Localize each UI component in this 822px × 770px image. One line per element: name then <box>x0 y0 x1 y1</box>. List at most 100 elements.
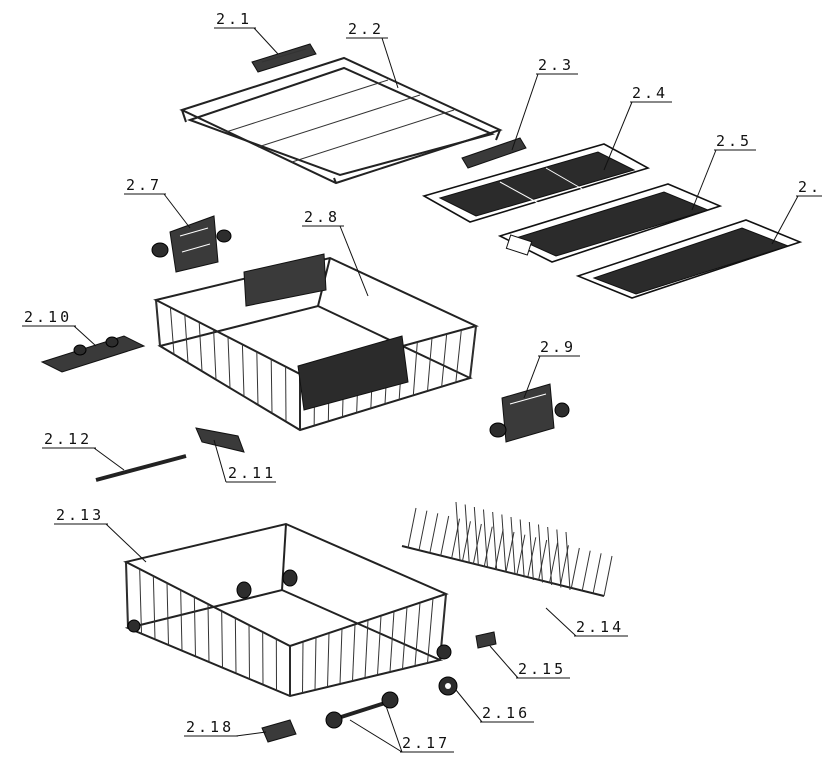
label-2-9-text: 2.9 <box>540 338 576 356</box>
label-2-5-text: 2.5 <box>716 132 752 150</box>
label-2-16: 2.16 <box>455 689 534 723</box>
part-2-17-axle-wheels <box>325 691 399 729</box>
part-2-16-wheel <box>438 676 458 696</box>
label-2-11: 2.11 <box>213 439 276 483</box>
label-2-13-text: 2.13 <box>56 506 104 524</box>
wire-bar <box>152 575 156 640</box>
part-2-8-upper-basket <box>153 253 479 432</box>
wire-bar <box>327 632 330 688</box>
wire-bar <box>402 606 408 670</box>
wire-bar <box>241 344 245 397</box>
label-2-3: 2.3 <box>511 56 578 151</box>
wire-bar <box>427 598 434 664</box>
label-2-5: 2.5 <box>691 132 756 211</box>
wire-bar <box>302 641 304 694</box>
wire-bar <box>556 529 562 588</box>
part-2-4-cutlery-tray <box>421 143 651 223</box>
wire-bar <box>352 624 356 682</box>
wire-bar <box>429 513 439 554</box>
wire-bar <box>184 314 189 363</box>
wire-bar <box>461 521 471 562</box>
wire-bar <box>227 336 231 389</box>
label-2-6-text: 2. <box>798 178 822 196</box>
wire-bar <box>412 341 418 396</box>
label-2-17: 2.17 <box>349 705 454 753</box>
part-2-10-holder <box>40 335 146 373</box>
wire-bar <box>221 610 223 668</box>
label-2-2-text: 2.2 <box>348 20 384 38</box>
wire-bar <box>455 329 462 383</box>
wire-bar <box>377 615 382 676</box>
part-2-12-rod <box>95 454 187 482</box>
label-2-1-text: 2.1 <box>216 10 252 28</box>
label-2-2: 2.2 <box>346 20 399 89</box>
wire-bar <box>155 299 161 347</box>
wire-bar <box>501 514 507 573</box>
label-2-18-text: 2.18 <box>186 718 234 736</box>
wire-bar <box>125 561 129 629</box>
wire-bar <box>339 628 343 685</box>
wire-bar <box>603 555 613 597</box>
part-2-18-clip <box>261 719 297 743</box>
label-2-10: 2.10 <box>22 308 97 347</box>
wire-bar <box>198 322 203 372</box>
wire-bar <box>492 511 498 571</box>
wire-bar <box>451 518 461 559</box>
wire-bar <box>441 333 448 387</box>
wire-bar <box>483 526 493 567</box>
label-2-7-text: 2.7 <box>126 176 162 194</box>
part-2-9-bracket <box>489 383 570 443</box>
wire-bar <box>519 519 525 578</box>
wire-bar <box>464 504 470 563</box>
wire-bar <box>180 589 183 651</box>
label-2-13: 2.13 <box>54 506 147 563</box>
label-2-12: 2.12 <box>42 430 125 471</box>
wire-bar <box>207 603 210 663</box>
label-2-12-text: 2.12 <box>44 430 92 448</box>
wire-bar <box>418 510 428 551</box>
label-2-18: 2.18 <box>184 718 267 737</box>
label-2-4: 2.4 <box>603 84 672 171</box>
part-2-15-clip <box>475 631 497 649</box>
wire-bar <box>213 329 217 380</box>
label-2-15-text: 2.15 <box>518 660 566 678</box>
wire-bar <box>538 539 548 581</box>
label-2-14: 2.14 <box>545 607 628 637</box>
part-2-2-rail-frame <box>179 56 503 185</box>
label-2-8: 2.8 <box>302 208 369 297</box>
wire-bar <box>270 359 273 414</box>
label-2-3-text: 2.3 <box>538 56 574 74</box>
wire-bar <box>547 526 553 586</box>
wire-bar <box>407 507 417 549</box>
wire-bar <box>314 637 317 691</box>
wire-bar <box>389 611 395 673</box>
wire-bar <box>483 509 488 568</box>
label-2-16-text: 2.16 <box>482 704 530 722</box>
wire-bar <box>193 596 196 657</box>
wire-bar <box>565 531 571 591</box>
label-2-9: 2.9 <box>523 338 580 399</box>
wire-bar <box>473 506 479 566</box>
wire-bar <box>248 624 250 680</box>
label-2-15: 2.15 <box>489 645 570 679</box>
wire-bar <box>427 337 433 392</box>
wire-bar <box>516 534 526 575</box>
label-2-4-text: 2.4 <box>632 84 668 102</box>
wire-bar <box>166 582 169 646</box>
part-2-6-tray <box>575 219 803 299</box>
label-2-10-text: 2.10 <box>24 308 72 326</box>
wire-bar <box>440 515 450 557</box>
part-2-3-clip <box>461 137 527 169</box>
part-2-11-clip <box>195 427 245 453</box>
part-2-14-tine-rack <box>401 501 613 597</box>
part-2-5-tray <box>497 183 723 263</box>
label-2-14-text: 2.14 <box>576 618 624 636</box>
label-2-17-text: 2.17 <box>402 734 450 752</box>
label-2-1: 2.1 <box>214 10 279 55</box>
wire-bar <box>234 617 237 674</box>
wire-bar <box>414 602 421 667</box>
wire-bar <box>469 325 477 379</box>
wire-bar <box>581 550 591 591</box>
wire-bar <box>256 351 259 405</box>
